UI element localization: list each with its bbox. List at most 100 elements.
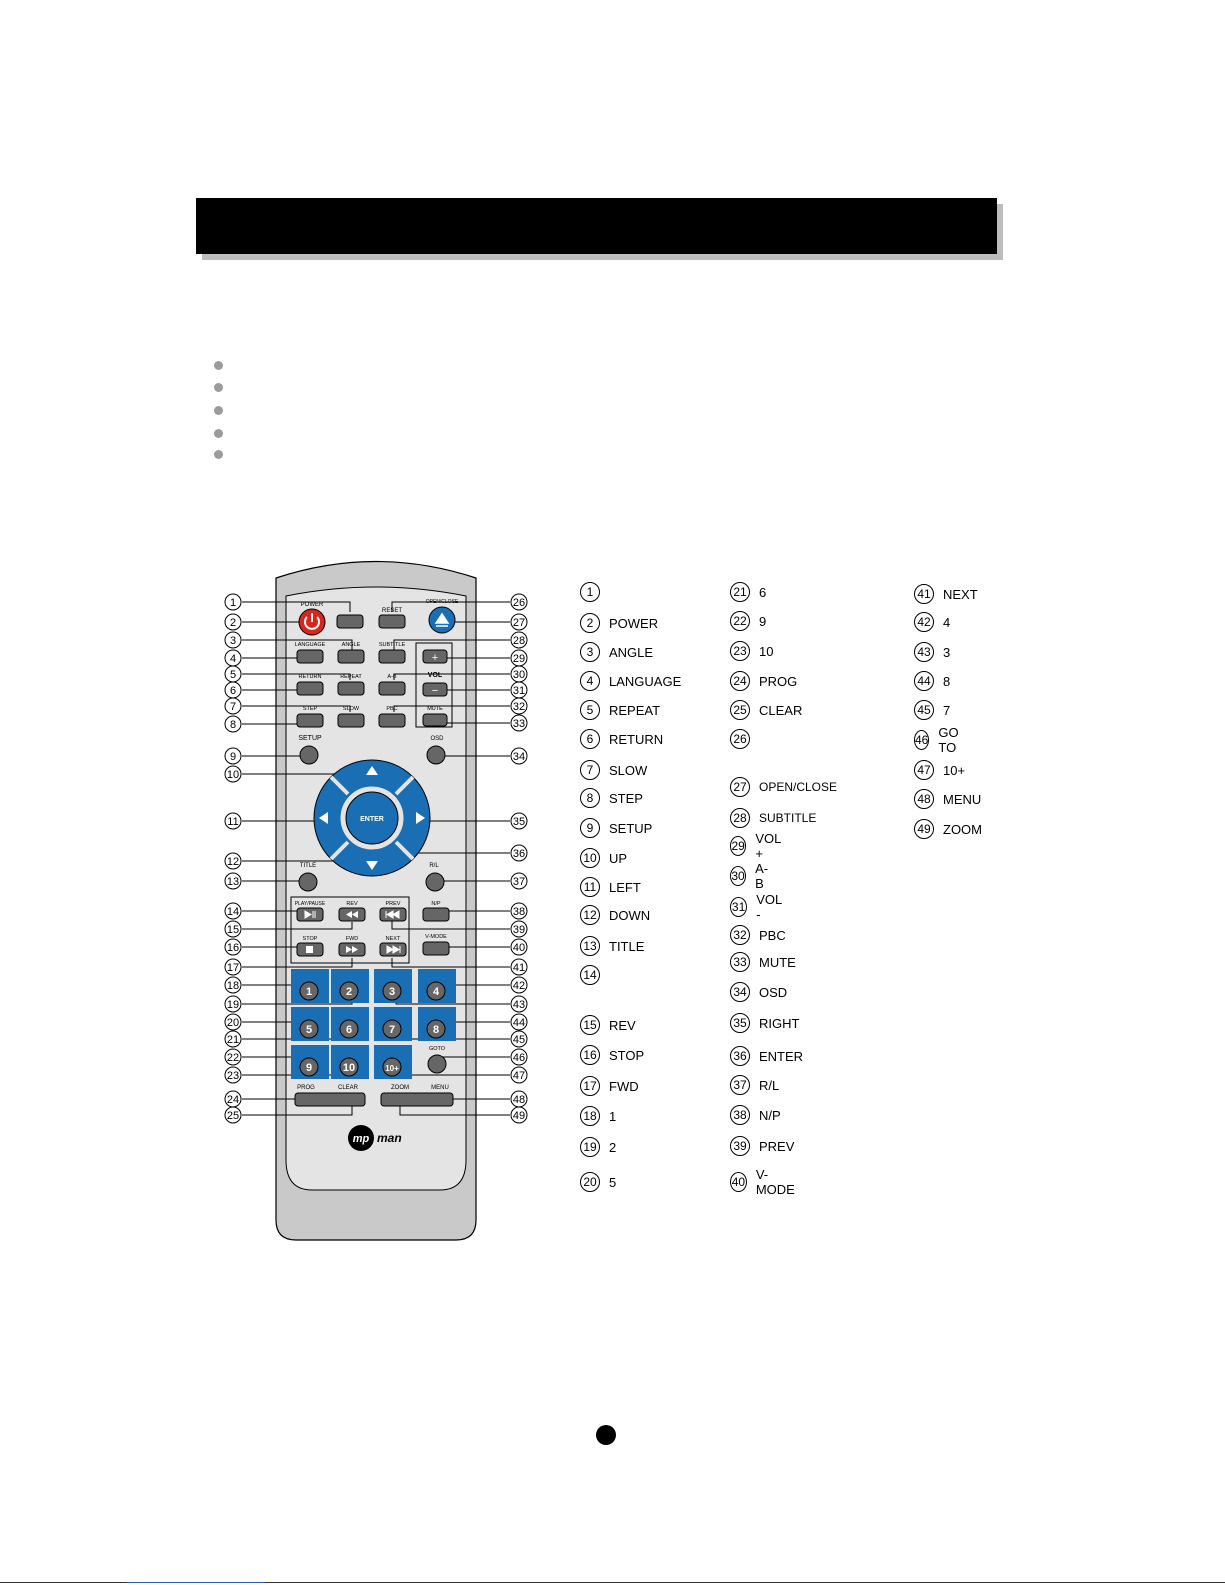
callout-number: 41 <box>513 962 525 974</box>
unlabeled-button[interactable] <box>336 614 364 629</box>
goto-button[interactable] <box>427 1054 447 1074</box>
numpad-key-10+[interactable] <box>382 1057 402 1077</box>
mute-button[interactable] <box>422 713 448 727</box>
step-button[interactable] <box>296 713 324 728</box>
callout-circle <box>510 593 528 611</box>
legend-item: 34 OSD <box>730 981 787 1003</box>
numpad-key-1[interactable] <box>299 981 319 1001</box>
callout-circle <box>224 1013 242 1031</box>
down-arrow-icon[interactable] <box>366 861 378 870</box>
callout-number: 45 <box>513 1034 525 1046</box>
legend-number: 48 <box>914 789 934 809</box>
numpad-key-label: 10 <box>343 1062 355 1074</box>
right-arrow-icon[interactable] <box>416 812 425 824</box>
repeat-button[interactable] <box>337 681 365 696</box>
numpad-key-2[interactable] <box>339 981 359 1001</box>
language-label: LANGUAGE <box>295 642 326 648</box>
callout-number: 46 <box>513 1052 525 1064</box>
enter-button[interactable] <box>345 791 399 845</box>
numpad-key-9[interactable] <box>299 1057 319 1077</box>
stop-icon <box>306 946 313 953</box>
callout-circle <box>224 958 242 976</box>
numpad-key-4[interactable] <box>426 981 446 1001</box>
numpad-key-label: 3 <box>389 986 395 998</box>
vmode-button[interactable] <box>422 941 450 956</box>
title-button[interactable] <box>298 872 318 892</box>
legend-number: 2 <box>580 613 600 633</box>
callout-number: 26 <box>513 597 525 609</box>
legend-number: 27 <box>730 777 750 797</box>
numpad-key-5[interactable] <box>299 1019 319 1039</box>
angle-button[interactable] <box>337 649 365 664</box>
legend-number: 46 <box>914 730 930 750</box>
callout-circle <box>510 902 528 920</box>
legend-number: 49 <box>914 819 934 839</box>
callout-number: 2 <box>230 617 236 629</box>
legend-label: SETUP <box>609 820 653 836</box>
callout-number: 14 <box>227 906 239 918</box>
osd-button[interactable] <box>426 745 446 765</box>
legend-number: 44 <box>914 671 934 691</box>
language-button[interactable] <box>296 649 324 664</box>
callout-number: 34 <box>513 751 525 763</box>
callout-circle <box>224 852 242 870</box>
legend-number: 14 <box>580 965 600 985</box>
callout-circle <box>224 1048 242 1066</box>
np-button[interactable] <box>422 907 450 922</box>
vol-plus-button[interactable] <box>422 649 448 664</box>
callout-circle <box>510 613 528 631</box>
numpad-key-8[interactable] <box>426 1019 446 1039</box>
callout-circle <box>224 872 242 890</box>
numpad-key-6[interactable] <box>339 1019 359 1039</box>
pbc-button[interactable] <box>378 713 406 728</box>
legend-label: REV <box>609 1017 636 1033</box>
zoom-menu-button[interactable] <box>380 1092 454 1107</box>
callout-circle <box>510 958 528 976</box>
legend-number: 15 <box>580 1015 600 1035</box>
numpad-key-7[interactable] <box>382 1019 402 1039</box>
left-arrow-icon[interactable] <box>319 812 328 824</box>
legend-number: 17 <box>580 1076 600 1096</box>
legend-number: 35 <box>730 1013 750 1033</box>
setup-button[interactable] <box>299 745 319 765</box>
up-arrow-icon[interactable] <box>366 766 378 775</box>
callout-circle <box>510 1048 528 1066</box>
legend-label: OSD <box>759 984 788 1000</box>
reset-button[interactable] <box>378 614 406 629</box>
bullet-dot <box>214 383 223 392</box>
legend-number: 40 <box>730 1172 747 1192</box>
legend-number: 43 <box>914 642 934 662</box>
legend-label: 5 <box>609 1174 617 1190</box>
numpad-key-10[interactable] <box>339 1057 359 1077</box>
subtitle-button[interactable] <box>378 649 406 664</box>
callout-number: 5 <box>230 669 236 681</box>
vol-minus-button[interactable] <box>422 682 448 697</box>
legend-label: REPEAT <box>609 702 661 718</box>
return-button[interactable] <box>296 681 324 696</box>
slow-label: SLOW <box>343 706 360 712</box>
ab-button[interactable] <box>378 681 406 696</box>
callout-circle <box>224 920 242 938</box>
callout-number: 24 <box>227 1094 239 1106</box>
legend-item: 9 SETUP <box>580 817 652 839</box>
legend-label: DOWN <box>609 907 651 923</box>
enter-label: ENTER <box>360 816 384 823</box>
legend-label: RIGHT <box>759 1015 800 1031</box>
legend-number: 34 <box>730 982 750 1002</box>
prog-clear-button[interactable] <box>294 1092 366 1107</box>
callout-number: 21 <box>227 1034 239 1046</box>
numpad-key-3[interactable] <box>382 981 402 1001</box>
next-icon <box>386 945 401 954</box>
rl-button[interactable] <box>425 872 445 892</box>
legend-number: 9 <box>580 818 600 838</box>
callout-circle <box>510 938 528 956</box>
slow-button[interactable] <box>337 713 365 728</box>
callout-number: 12 <box>227 856 239 868</box>
